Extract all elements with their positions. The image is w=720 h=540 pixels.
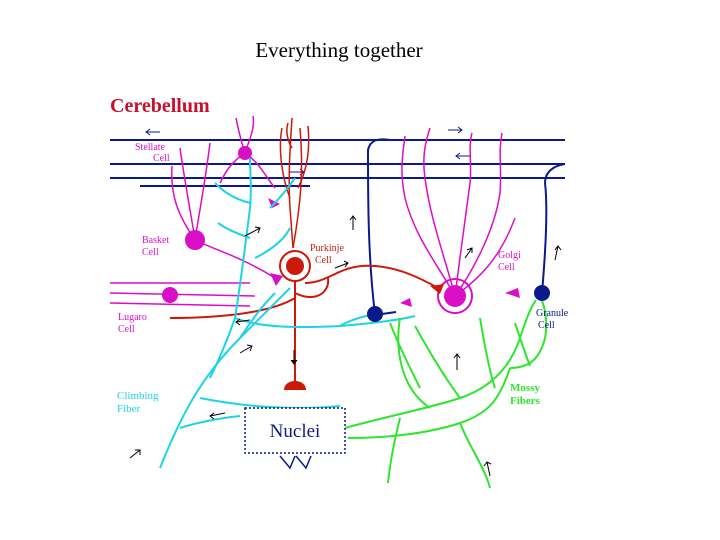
cerebellum-diagram: Cerebellum — [109, 95, 569, 488]
purkinje-arrows — [235, 260, 349, 326]
purkinje-label-line2: Cell — [315, 255, 332, 266]
granule-label-line1: Granule — [536, 308, 569, 319]
mossy-arrows — [349, 215, 562, 477]
mossy-fibers — [344, 299, 548, 488]
granule-cell-body-right — [534, 285, 550, 301]
purkinje-label-line1: Purkinje — [310, 243, 344, 254]
lugaro-cell-body — [162, 287, 178, 303]
mossy-label-line1: Mossy — [510, 382, 540, 394]
diagram-heading: Cerebellum — [110, 95, 210, 117]
golgi-cell-outer — [437, 278, 473, 314]
basket-label-line1: Basket — [142, 235, 169, 246]
granule-cell-body-left — [367, 306, 383, 322]
lugaro-label-line2: Cell — [118, 324, 135, 335]
stellate-label-line2: Cell — [153, 153, 170, 164]
parallel-fibers — [110, 139, 565, 187]
stellate-label-line1: Stellate — [135, 142, 166, 153]
golgi-cell-body — [444, 285, 466, 307]
purkinje-cell — [279, 250, 444, 390]
stellate-cell-body — [238, 146, 252, 160]
golgi-label-line1: Golgi — [498, 250, 521, 261]
golgi-cell — [437, 278, 473, 314]
purkinje-cell-body — [286, 257, 304, 275]
purkinje-axon — [169, 264, 439, 388]
climbing-fiber — [159, 157, 416, 469]
slide-title: Everything together — [255, 38, 423, 62]
climbing-label-line2: Fiber — [117, 403, 141, 415]
cell-labels: Stellate Cell Basket Cell Lugaro Cell Pu… — [118, 142, 569, 335]
climbing-label-line1: Climbing — [117, 390, 159, 402]
purkinje-dendrites — [279, 117, 310, 249]
purkinje-synapse-terminal — [284, 381, 306, 390]
granule-label-line2: Cell — [538, 320, 555, 331]
climbing-arrows — [129, 226, 261, 459]
nuclei-box: Nuclei — [244, 350, 346, 470]
mossy-label-line2: Fibers — [510, 395, 541, 407]
golgi-label-line2: Cell — [498, 262, 515, 273]
fiber-labels: Climbing Fiber Mossy Fibers — [117, 382, 541, 415]
basket-cell-body — [185, 230, 205, 250]
magenta-processes — [109, 115, 516, 307]
nuclei-label: Nuclei — [270, 421, 321, 442]
granule-axons — [366, 138, 566, 315]
lugaro-label-line1: Lugaro — [118, 312, 147, 323]
nuclei-box-border — [244, 407, 346, 454]
basket-label-line2: Cell — [142, 247, 159, 258]
granule-cells — [367, 285, 550, 322]
